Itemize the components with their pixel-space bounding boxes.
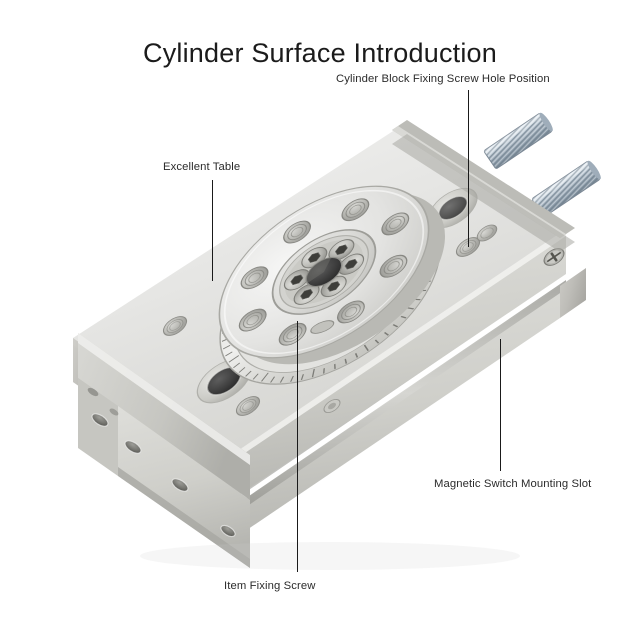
phillips-screw-corner [543, 248, 565, 266]
port-hole [109, 408, 119, 416]
port-holes-group [87, 387, 236, 538]
threaded-stud [483, 112, 553, 169]
callout-label-magnetic-switch-mounting-slot: Magnetic Switch Mounting Slot [434, 478, 592, 490]
leader-line-magnetic-slot [500, 339, 502, 471]
port-hole [87, 387, 99, 397]
callout-label-excellent-table: Excellent Table [163, 161, 241, 173]
callout-label-item-fixing-screw: Item Fixing Screw [224, 580, 316, 592]
callout-label-cylinder-block-fixing-screw-hole-position: Cylinder Block Fixing Screw Hole Positio… [336, 73, 550, 85]
item-fixing-screw-holes [238, 198, 410, 346]
port-hole [92, 413, 108, 427]
leader-line-item-fixing [297, 321, 299, 572]
leader-line-excellent-table [212, 180, 214, 281]
rear-cross-bar [392, 120, 575, 252]
oval-slot [310, 320, 334, 334]
leader-line-cylinder-block [468, 90, 470, 247]
excellent-table-disc [218, 185, 446, 365]
port-hole [220, 525, 236, 537]
port-hole [172, 478, 188, 492]
center-bore [305, 256, 343, 288]
port-hole [125, 440, 141, 454]
page-title: Cylinder Surface Introduction [143, 38, 497, 69]
